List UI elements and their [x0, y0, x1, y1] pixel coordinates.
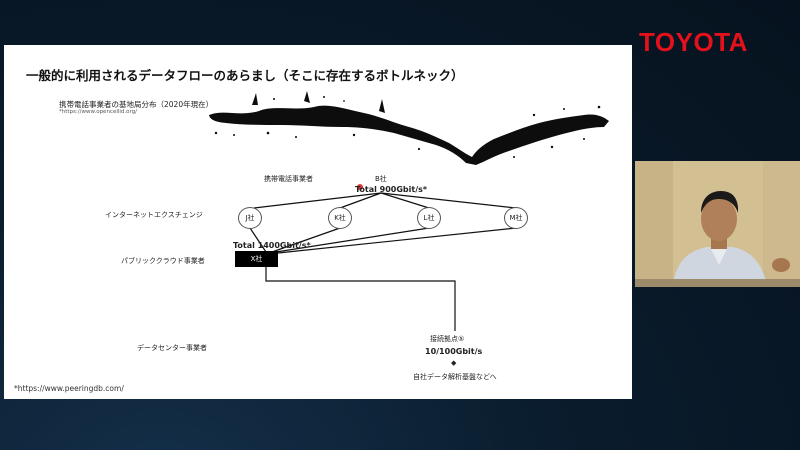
carrier-b-label: B社: [375, 175, 387, 183]
toyota-logo: TOYOTA: [639, 27, 748, 57]
ix-node-k: K社: [328, 207, 352, 229]
cloud-total: Total 1400Gbit/s*: [233, 241, 311, 250]
carrier-b-total: Total 900Gbit/s*: [355, 185, 428, 194]
slide-footnote: *https://www.peeringdb.com/: [14, 384, 124, 393]
presentation-slide: 一般的に利用されるデータフローのあらまし（そこに存在するボトルネック） 携帯電話…: [4, 45, 632, 399]
presenter-video: [635, 161, 800, 287]
network-connection-lines: [249, 184, 517, 331]
japan-cell-tower-map: [209, 91, 609, 165]
ix-node-m: M社: [504, 207, 528, 229]
layer-label-ix: インターネットエクスチェンジ: [105, 211, 203, 219]
destination-label: 自社データ解析基盤などへ: [413, 373, 497, 381]
layer-label-cloud: パブリッククラウド事業者: [121, 257, 205, 265]
slide-title: 一般的に利用されるデータフローのあらまし（そこに存在するボトルネック）: [26, 68, 464, 83]
presenter-video-feed-icon: [635, 161, 800, 287]
map-source: *https://www.opencellid.org/: [59, 109, 138, 115]
map-caption: 携帯電話事業者の基地局分布（2020年現在）: [59, 100, 214, 109]
ix-node-l: L社: [417, 207, 441, 229]
ix-node-j: J社: [238, 207, 262, 229]
layer-label-datacenter: データセンター事業者: [137, 344, 207, 352]
down-arrow-icon: ◆: [451, 359, 457, 367]
connection-point-label: 接続拠点⑤: [430, 335, 465, 343]
layer-label-mobile: 携帯電話事業者: [264, 175, 313, 183]
connection-point-speed: 10/100Gbit/s: [425, 347, 483, 356]
cloud-provider-x: X社: [235, 251, 278, 267]
